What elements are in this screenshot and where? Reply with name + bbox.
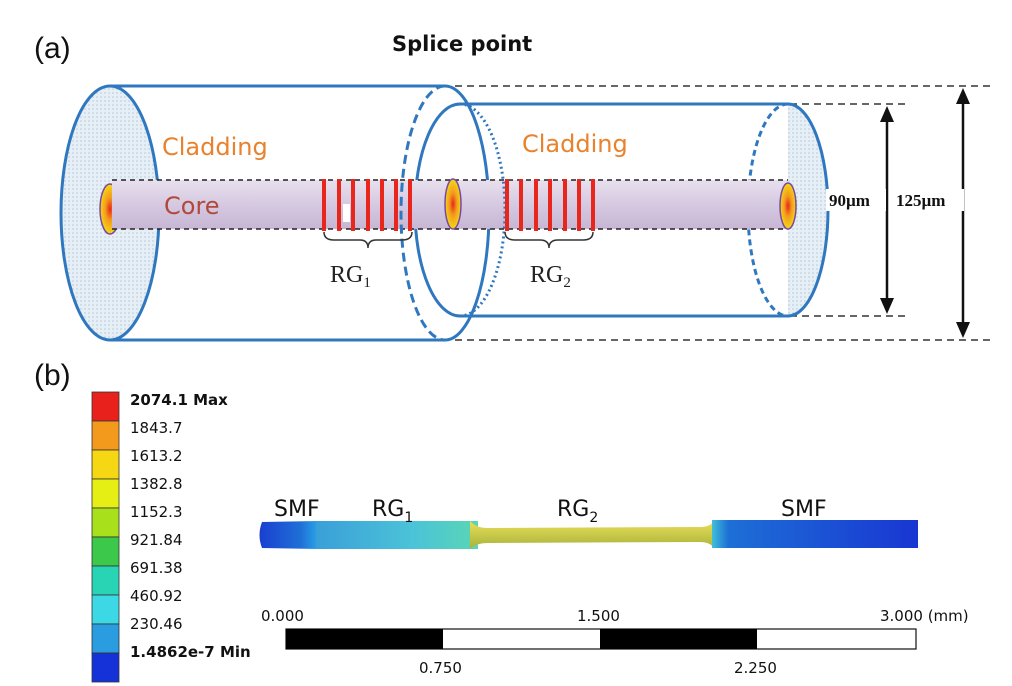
legend-label: 460.92 — [130, 587, 183, 605]
grating-defect — [343, 204, 350, 222]
scale-tick-0: 0.000 — [261, 607, 304, 625]
panel-a-label: (a) — [34, 32, 71, 65]
legend-label: 1382.8 — [130, 475, 183, 493]
legend-label: 230.46 — [130, 615, 183, 633]
right-fiber-end-face — [788, 104, 828, 316]
rg1-segment — [316, 521, 478, 549]
smf-left-label: SMF — [274, 497, 320, 522]
stress-legend: 2074.1 Max 1843.7 1613.2 1382.8 1152.3 921.84… — [91, 391, 251, 683]
rg2-model-label: RG2 — [557, 497, 598, 526]
smf-right-label: SMF — [781, 497, 827, 522]
splice-core-hotspot — [444, 178, 462, 230]
panel-b-label: (b) — [34, 359, 71, 392]
right-core-hotspot — [779, 182, 797, 230]
scale-tick-3000: 3.000 (mm) — [880, 607, 969, 625]
legend-swatch — [91, 420, 120, 451]
legend-swatch — [91, 478, 120, 509]
splice-point-title: Splice point — [392, 32, 532, 56]
legend-swatch — [91, 536, 120, 567]
legend-swatch — [91, 449, 120, 480]
dimension-90um: 90µm — [829, 191, 870, 210]
legend-swatch — [91, 623, 120, 654]
grating-rg2-lines — [505, 179, 595, 231]
legend-label: 1.4862e-7 Min — [130, 643, 251, 661]
rg2-label: RG2 — [530, 262, 571, 291]
core-label: Core — [164, 192, 220, 220]
legend-swatch — [91, 565, 120, 596]
legend-label: 1843.7 — [130, 419, 183, 437]
legend-label: 2074.1 Max — [130, 391, 228, 409]
scale-tick-1500: 1.500 — [577, 607, 620, 625]
legend-label: 1613.2 — [130, 447, 183, 465]
panel-a: (a) Splice point — [34, 32, 995, 342]
dimension-arrows — [880, 88, 970, 338]
panel-b: (b) 2074.1 Max 1843.7 1613.2 1382.8 1152.3 92… — [34, 359, 969, 683]
rg1-brace — [323, 231, 413, 249]
legend-swatch — [91, 652, 120, 683]
rg1-label: RG1 — [330, 262, 371, 291]
legend-label: 921.84 — [130, 531, 183, 549]
legend-label: 1152.3 — [130, 503, 183, 521]
scale-bar — [285, 628, 917, 650]
legend-label: 691.38 — [130, 559, 183, 577]
smf-right-segment — [712, 520, 918, 548]
dimension-125um: 125µm — [896, 191, 945, 210]
legend-swatch — [91, 391, 120, 422]
rg1-model-label: RG1 — [372, 497, 413, 526]
rg2-brace — [504, 231, 594, 249]
cladding-right-label: Cladding — [522, 130, 628, 158]
cladding-left-label: Cladding — [162, 133, 268, 161]
splice-point-rings — [399, 84, 507, 342]
smf-left-segment — [259, 521, 318, 549]
legend-swatch — [91, 507, 120, 538]
rg2-segment — [470, 521, 714, 549]
grating-rg1-lines — [322, 179, 412, 231]
fea-model — [259, 520, 918, 549]
scale-tick-0750: 0.750 — [419, 659, 462, 677]
legend-swatch — [91, 594, 120, 625]
scale-tick-2250: 2.250 — [734, 659, 777, 677]
